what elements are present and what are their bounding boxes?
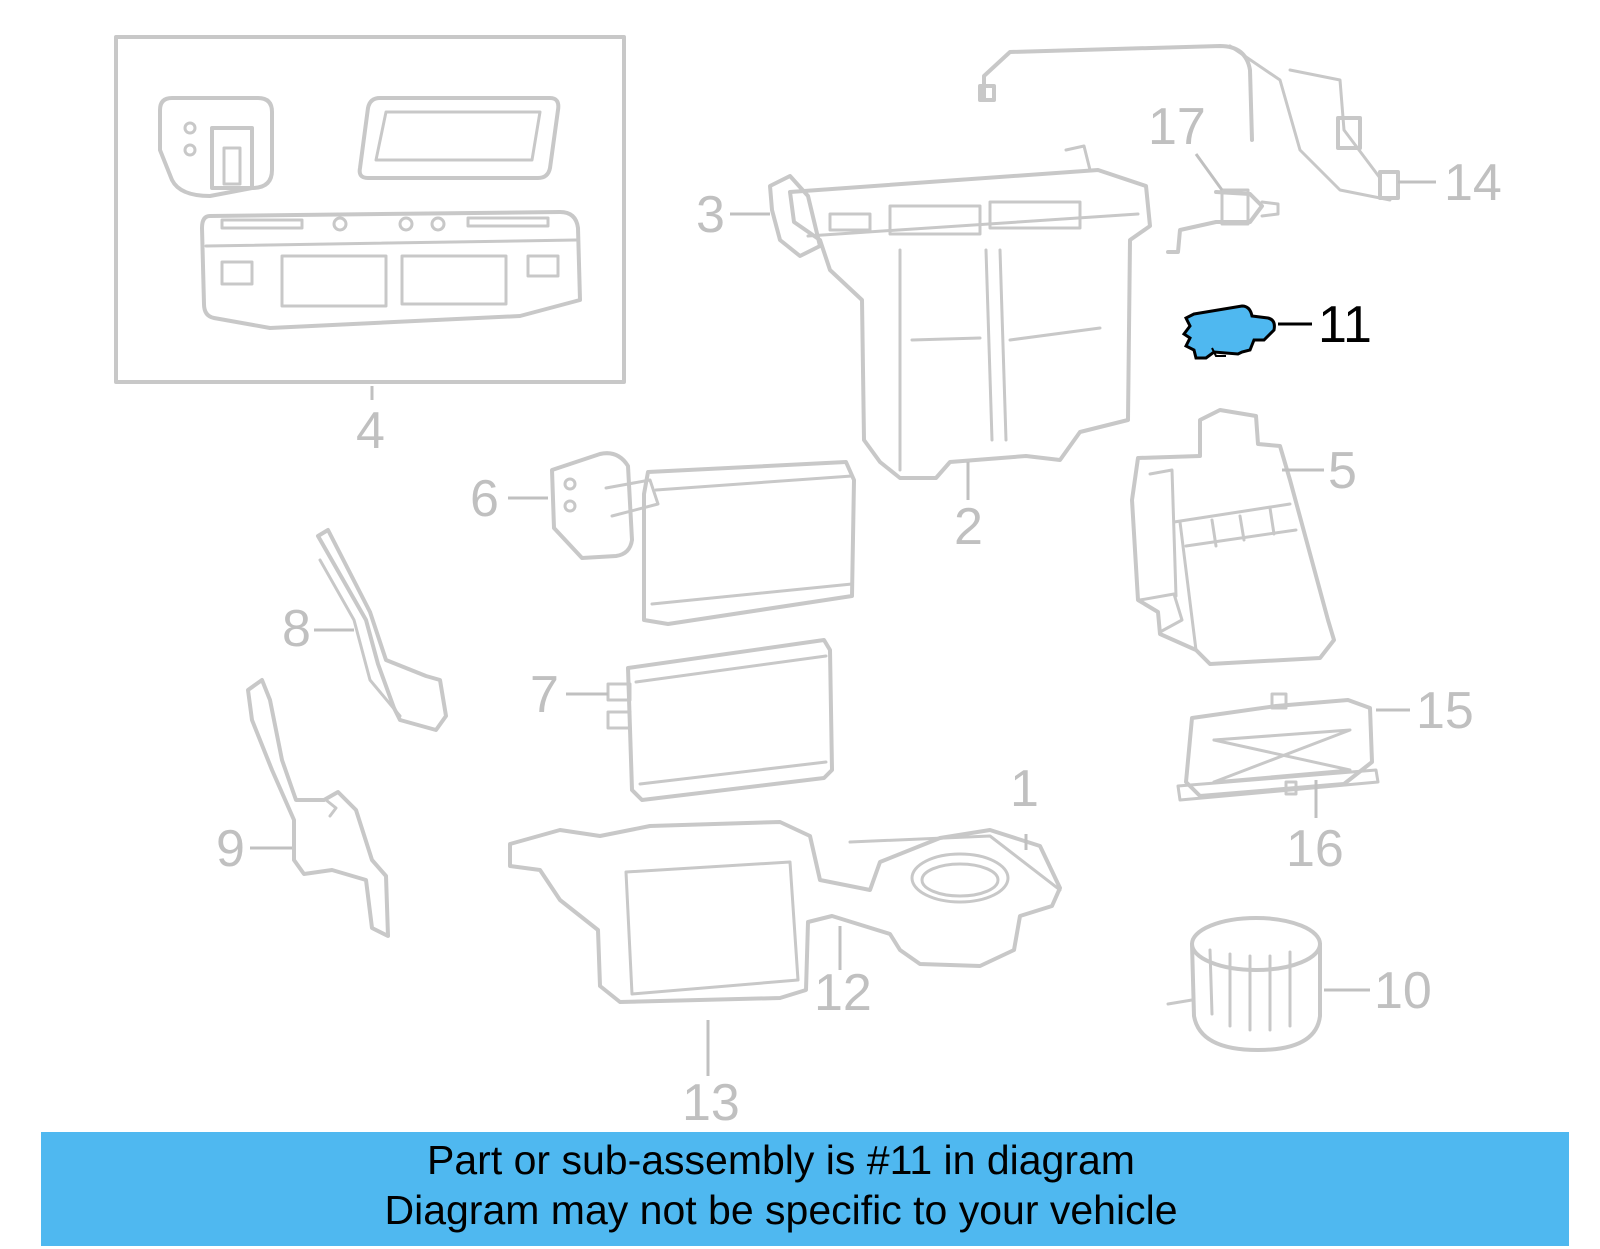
part-15-filter-door bbox=[1176, 692, 1380, 802]
info-banner: Part or sub-assembly is #11 in diagram D… bbox=[41, 1132, 1569, 1246]
callout-13: 13 bbox=[682, 1074, 740, 1132]
part-10-blower-motor bbox=[1166, 916, 1322, 1052]
callout-11: 11 bbox=[1318, 296, 1372, 354]
banner-line-1: Part or sub-assembly is #11 in diagram bbox=[427, 1137, 1135, 1183]
callout-12: 12 bbox=[814, 964, 872, 1022]
banner-line-2: Diagram may not be specific to your vehi… bbox=[384, 1187, 1178, 1233]
part-9-actuator bbox=[246, 678, 390, 938]
callout-3: 3 bbox=[696, 186, 725, 244]
callout-6: 6 bbox=[470, 470, 499, 528]
part-11-highlighted bbox=[1181, 304, 1276, 360]
part-7-heater-core bbox=[606, 638, 834, 802]
part-16-clip bbox=[1284, 780, 1298, 796]
part-5-blower-case bbox=[1130, 408, 1336, 666]
callout-1: 1 bbox=[1010, 760, 1039, 818]
callout-16: 16 bbox=[1286, 820, 1344, 878]
callout-labels: 1 2 3 4 5 6 7 8 9 10 11 12 13 14 15 16 1… bbox=[216, 98, 1502, 1132]
part-17-sensor bbox=[1166, 188, 1280, 254]
leader-17 bbox=[1194, 153, 1224, 191]
callout-4: 4 bbox=[356, 402, 385, 460]
part-12-lower-case bbox=[508, 820, 1062, 1004]
part-14-wire-harness bbox=[978, 44, 1400, 202]
callout-17: 17 bbox=[1148, 98, 1206, 156]
part-4-control-assembly bbox=[114, 35, 626, 384]
callout-15: 15 bbox=[1416, 682, 1474, 740]
callout-9: 9 bbox=[216, 820, 245, 878]
callout-8: 8 bbox=[282, 600, 311, 658]
part-3-actuator bbox=[768, 174, 822, 258]
callout-2: 2 bbox=[954, 498, 983, 556]
part-2-heater-case bbox=[788, 144, 1152, 480]
part-8-duct bbox=[316, 528, 448, 732]
part-6-evaporator bbox=[550, 451, 856, 626]
callout-7: 7 bbox=[530, 666, 559, 724]
callout-10: 10 bbox=[1374, 962, 1432, 1020]
callout-5: 5 bbox=[1328, 442, 1357, 500]
leader-lines bbox=[250, 153, 1436, 1076]
callout-14: 14 bbox=[1444, 154, 1502, 212]
